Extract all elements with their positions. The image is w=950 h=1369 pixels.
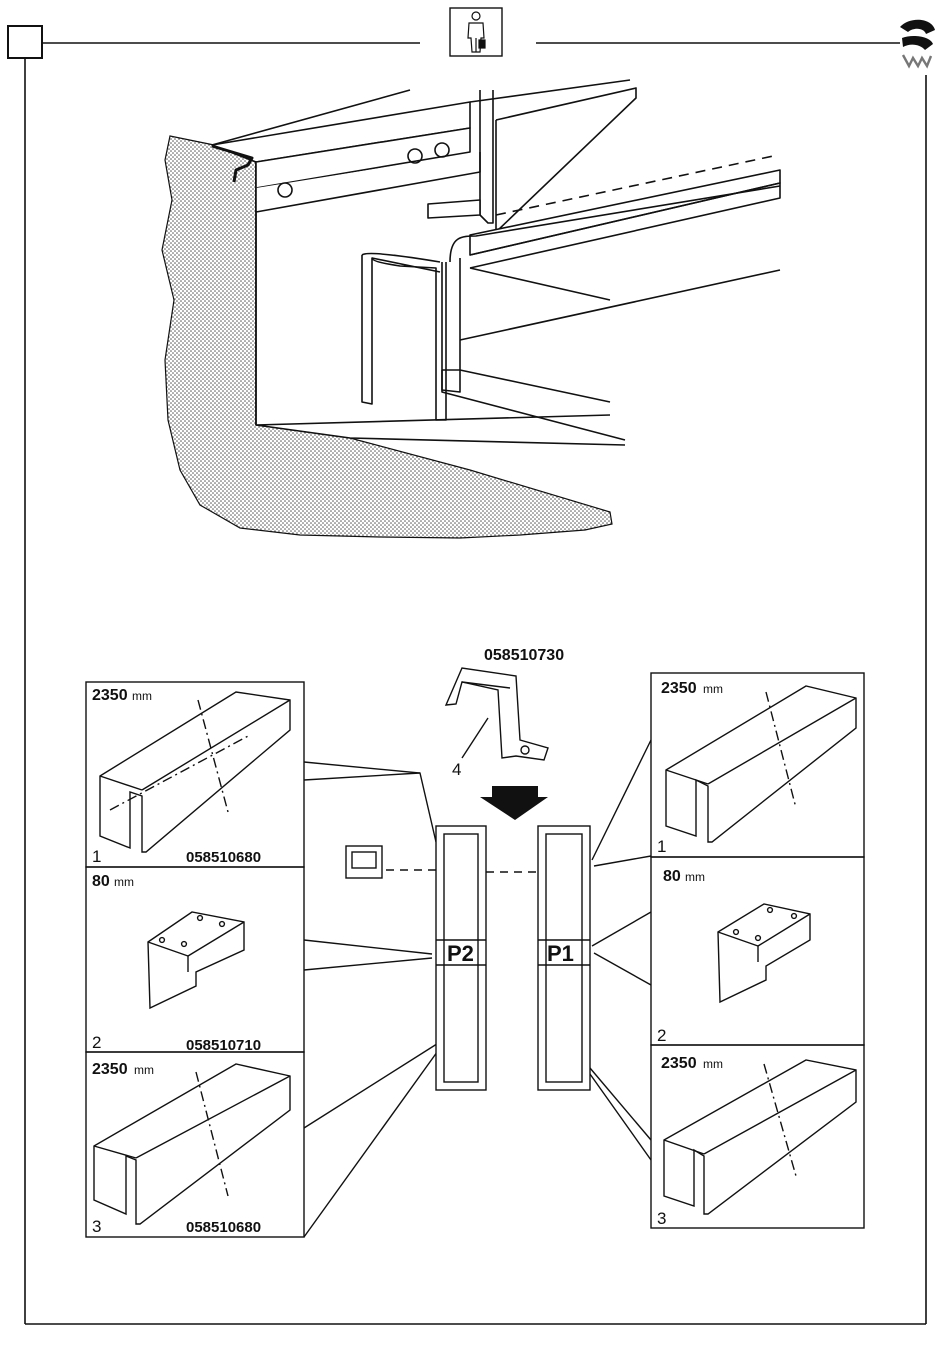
person-icon [450,8,502,56]
channel-drawing-left-1 [100,692,290,852]
right-panel2-number: 2 [657,1026,666,1045]
left-panel1-length: 2350 [92,687,128,704]
channel-drawing-right-3 [664,1060,856,1214]
left-panel1-code: 058510680 [186,849,261,866]
right-panel2-length: 80 [663,868,681,885]
right-panel1-unit: mm [703,682,723,696]
left-panel1-unit: mm [132,689,152,703]
right-panel3-length: 2350 [661,1055,697,1072]
bracket-drawing-left-2 [148,912,244,1008]
left-panel2-code: 058510710 [186,1037,261,1054]
left-panel3-code: 058510680 [186,1219,261,1236]
part-4-code: 058510730 [484,647,564,664]
post-p2-label: P2 [447,941,474,966]
fan-logo-icon [900,20,935,66]
left-panel2-number: 2 [92,1033,101,1052]
installation-illustration [162,80,780,538]
left-panel2-length: 80 [92,873,110,890]
post-p1-label: P1 [547,941,574,966]
left-panel3-unit: mm [134,1063,154,1077]
right-panel1-number: 1 [657,837,666,856]
parts-diagram [86,668,864,1237]
bracket-part-4 [446,668,548,760]
step-number-box [8,26,42,58]
channel-drawing-left-3 [94,1064,290,1224]
left-panel1-number: 1 [92,847,101,866]
channel-drawing-right-1 [666,686,856,842]
left-panel2-unit: mm [114,875,134,889]
left-panel3-number: 3 [92,1217,101,1236]
left-panel3-length: 2350 [92,1061,128,1078]
right-panel3-unit: mm [703,1057,723,1071]
right-panel1-length: 2350 [661,680,697,697]
right-panel3-number: 3 [657,1209,666,1228]
part-4-number: 4 [452,760,461,779]
down-arrow-icon [480,786,548,820]
bracket-drawing-right-2 [718,904,810,1002]
right-panel2-unit: mm [685,870,705,884]
